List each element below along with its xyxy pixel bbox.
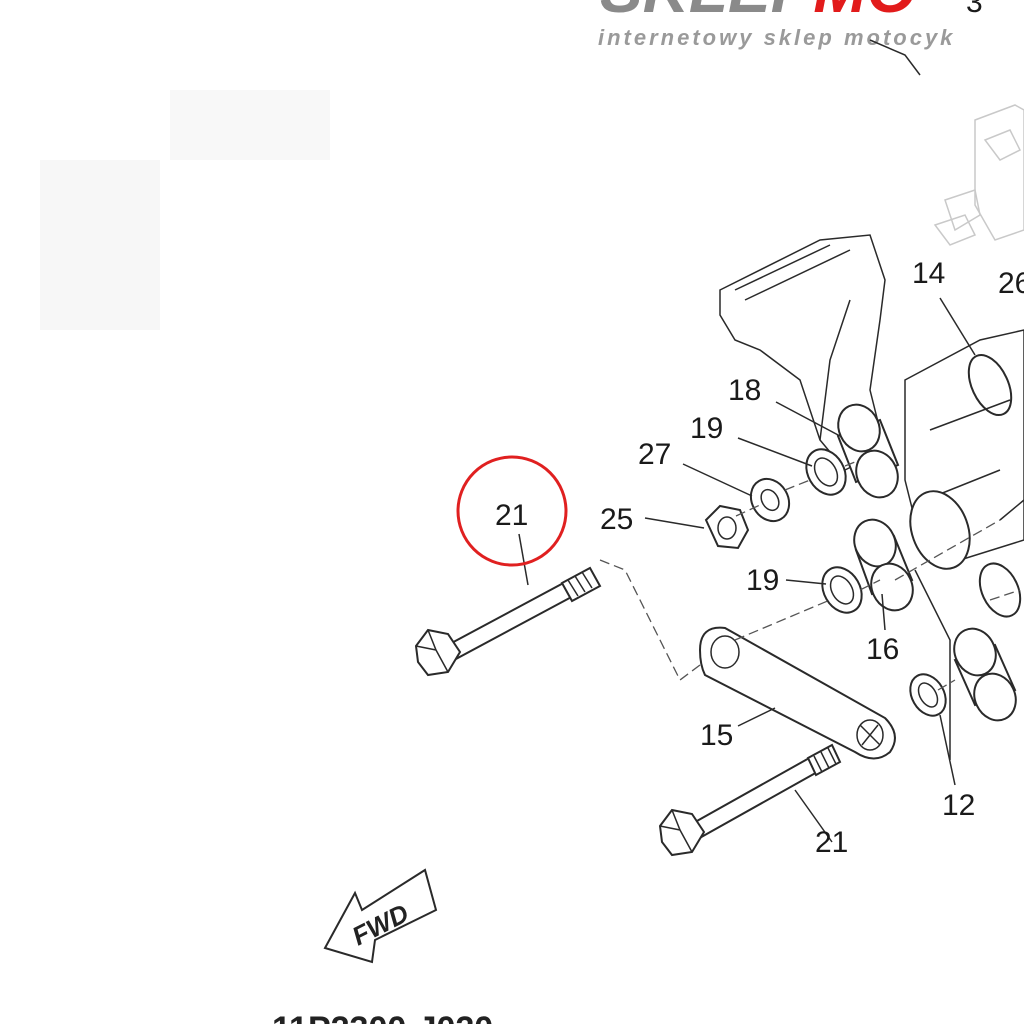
callout-26: 26 xyxy=(998,267,1024,300)
oil-seal-12 xyxy=(909,673,947,717)
washer-27 xyxy=(749,477,791,523)
assembly-guides xyxy=(599,461,1021,691)
callout-21-lower: 21 xyxy=(815,826,848,859)
collar-lower-right xyxy=(953,627,1017,722)
highlight-circle xyxy=(456,455,568,567)
bolt-21-lower xyxy=(658,743,842,857)
relay-arm xyxy=(719,234,1024,760)
forward-direction-arrow: FWD xyxy=(323,868,438,964)
callout-25: 25 xyxy=(600,503,633,536)
watermark-logo: SKLEPMO internetowy sklep motocyk xyxy=(598,0,955,50)
watermark-brand-right: MO xyxy=(813,0,916,26)
callout-27: 27 xyxy=(638,438,671,471)
collar-18 xyxy=(836,403,900,499)
diagram-reference: 11P2300-J020 xyxy=(272,1010,493,1024)
callout-14: 14 xyxy=(912,257,945,290)
callout-16: 16 xyxy=(866,633,899,666)
watermark-brand-left: SKLEP xyxy=(600,0,814,26)
oil-seal-19-lower xyxy=(821,566,863,614)
watermark-tagline: internetowy sklep motocyk xyxy=(598,25,955,50)
nut-25 xyxy=(704,504,750,550)
callout-21-highlighted: 21 xyxy=(495,499,528,532)
watermark-block xyxy=(170,90,330,160)
callout-15: 15 xyxy=(700,719,733,752)
callout-19-lower: 19 xyxy=(746,564,779,597)
callout-12: 12 xyxy=(942,789,975,822)
oil-seal-19-upper xyxy=(805,448,847,496)
callout-18: 18 xyxy=(728,374,761,407)
connecting-rod-15 xyxy=(698,626,896,760)
svg-text:SKLEPMO: SKLEPMO xyxy=(600,0,916,26)
swingarm-ghost-outline xyxy=(869,39,1024,246)
callout-labels: 3 14 26 18 19 27 25 21 19 16 15 12 21 xyxy=(495,0,1024,859)
callout-3: 3 xyxy=(966,0,983,19)
leader-lines xyxy=(518,297,976,843)
bolt-21-upper xyxy=(414,566,602,677)
callout-19-upper: 19 xyxy=(690,412,723,445)
watermark-block xyxy=(40,160,160,330)
